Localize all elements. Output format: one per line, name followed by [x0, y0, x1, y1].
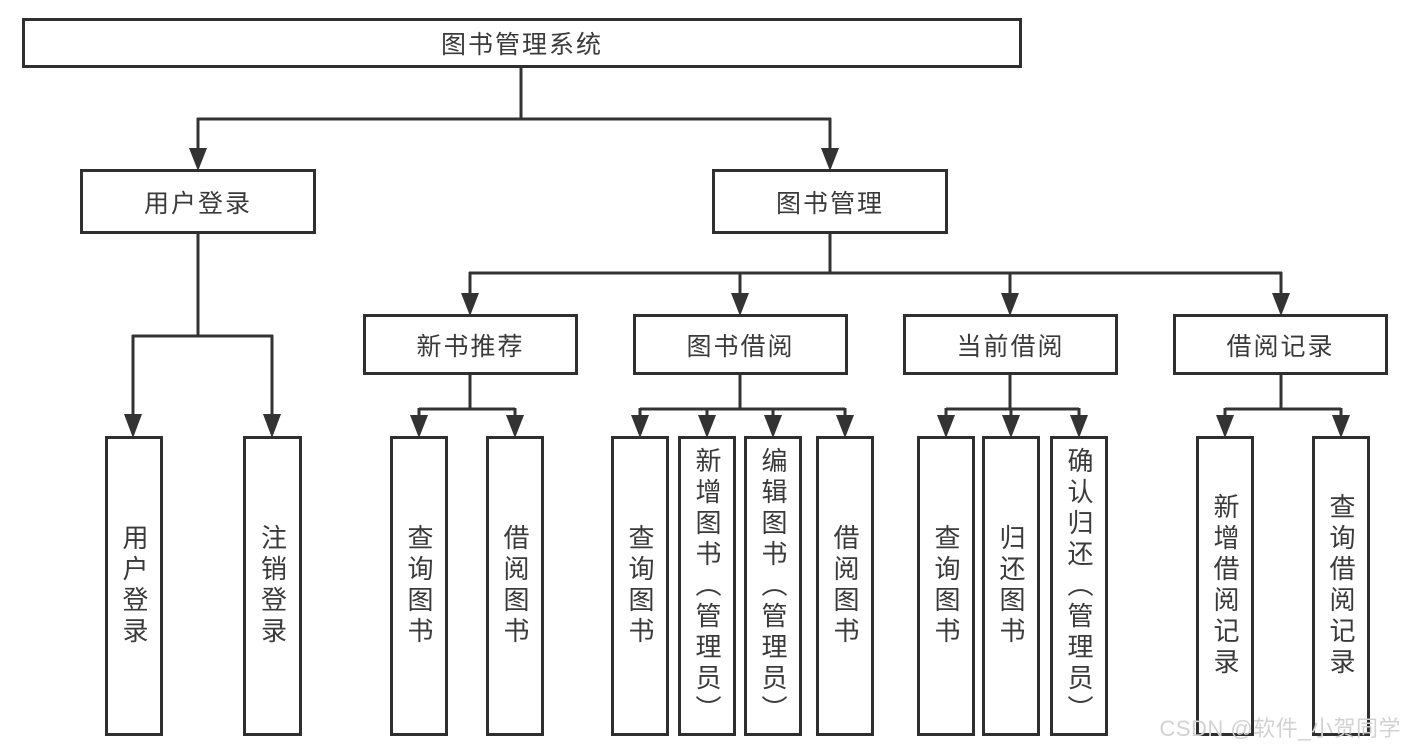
leaf-edit-book-admin: 编辑图书（管理员）	[744, 436, 802, 736]
leaf-add-book-admin: 新增图书（管理员）	[678, 436, 736, 736]
leaf-confirm-return-admin-label: 确认归还（管理员）	[1064, 446, 1094, 726]
leaf-add-borrow-record-label: 新增借阅记录	[1210, 493, 1240, 679]
leaf-logout: 注销登录	[243, 436, 302, 736]
leaf-add-borrow-record: 新增借阅记录	[1196, 436, 1254, 736]
node-new-book-recommend: 新书推荐	[363, 314, 578, 375]
node-new-book-recommend-label: 新书推荐	[416, 332, 525, 361]
leaf-query-books-recommend: 查询图书	[390, 436, 448, 736]
node-current-borrowing: 当前借阅	[903, 314, 1118, 375]
leaf-return-book-label: 归还图书	[996, 524, 1026, 648]
leaf-return-book: 归还图书	[982, 436, 1040, 736]
leaf-user-login: 用户登录	[105, 436, 163, 736]
node-borrow-records-label: 借阅记录	[1226, 332, 1335, 361]
node-borrow-records: 借阅记录	[1173, 314, 1388, 375]
leaf-logout-label: 注销登录	[257, 524, 288, 648]
leaf-borrow-books-recommend: 借阅图书	[486, 436, 544, 736]
leaf-borrow-books-borrowing-label: 借阅图书	[830, 524, 860, 648]
node-user-login: 用户登录	[80, 169, 316, 234]
watermark-text: CSDN @软件_小贺同学	[1159, 716, 1401, 741]
leaf-query-borrow-record-label: 查询借阅记录	[1326, 493, 1356, 679]
node-user-login-label: 用户登录	[143, 189, 252, 218]
node-library-management-system: 图书管理系统	[22, 18, 1022, 68]
leaf-borrow-books-borrowing: 借阅图书	[816, 436, 874, 736]
node-book-borrowing: 图书借阅	[633, 314, 848, 375]
leaf-user-login-label: 用户登录	[119, 524, 149, 648]
leaf-query-books-borrowing: 查询图书	[611, 436, 669, 736]
leaf-edit-book-admin-label: 编辑图书（管理员）	[758, 446, 788, 726]
node-book-management-label: 图书管理	[775, 189, 884, 218]
node-book-borrowing-label: 图书借阅	[686, 332, 795, 361]
leaf-query-books-borrowing-label: 查询图书	[625, 524, 655, 648]
leaf-add-book-admin-label: 新增图书（管理员）	[692, 446, 722, 726]
leaf-query-books-current: 查询图书	[917, 436, 975, 736]
node-book-management: 图书管理	[712, 169, 948, 234]
leaf-query-borrow-record: 查询借阅记录	[1312, 436, 1370, 736]
node-library-management-system-label: 图书管理系统	[440, 31, 603, 59]
leaf-query-books-recommend-label: 查询图书	[404, 524, 434, 648]
leaf-query-books-current-label: 查询图书	[931, 524, 961, 648]
node-current-borrowing-label: 当前借阅	[956, 332, 1065, 361]
leaf-confirm-return-admin: 确认归还（管理员）	[1050, 436, 1108, 736]
leaf-borrow-books-recommend-label: 借阅图书	[500, 524, 530, 648]
